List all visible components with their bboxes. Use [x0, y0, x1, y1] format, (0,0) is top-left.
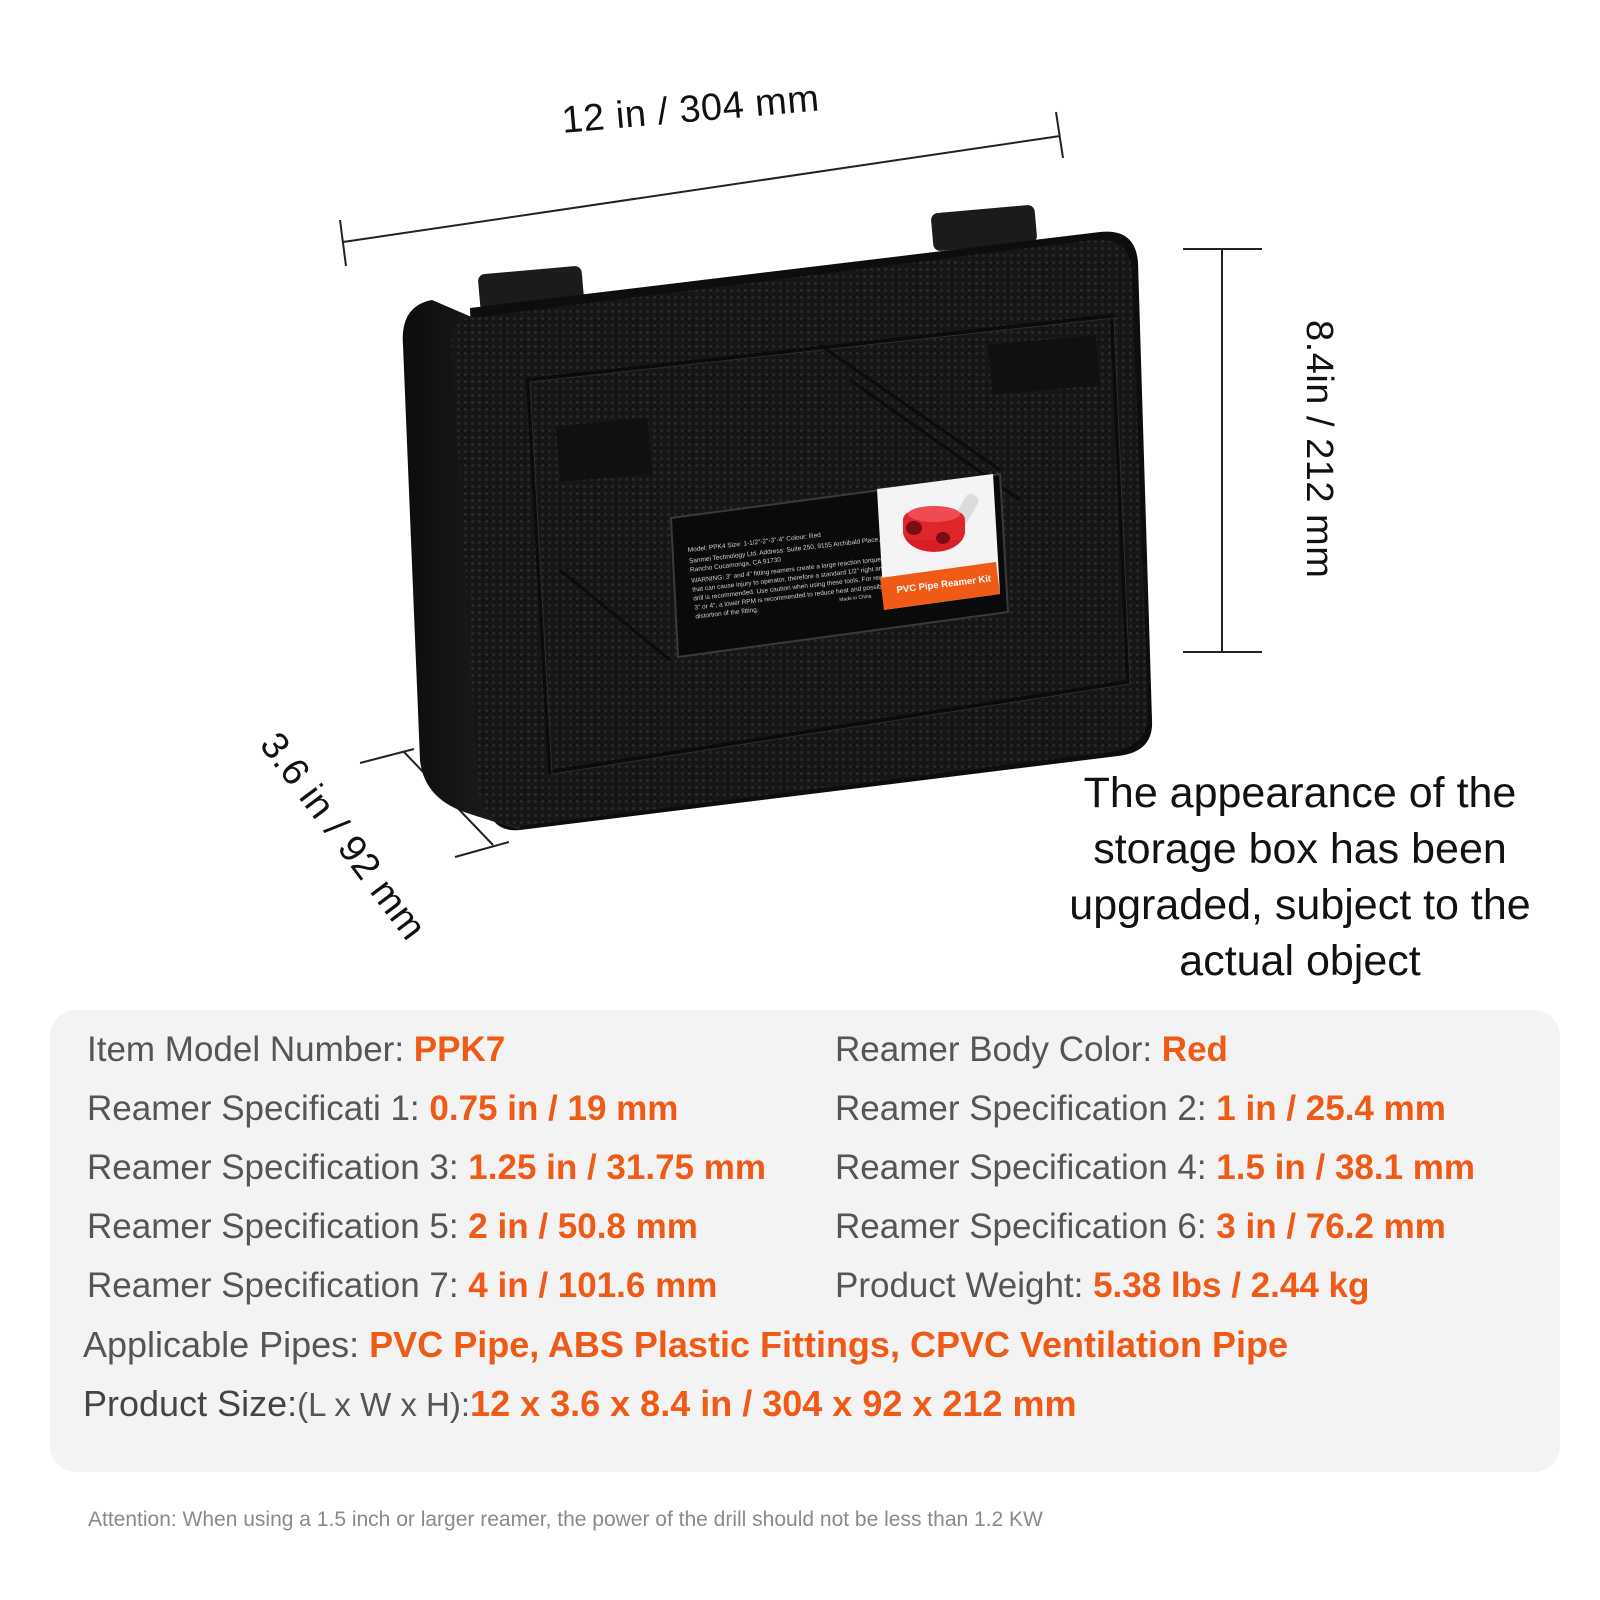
spec-reamer-5: Reamer Specification 5: 2 in / 50.8 mm: [87, 1207, 698, 1247]
spec-label: Reamer Specification 7:: [87, 1266, 469, 1305]
spec-color: Reamer Body Color: Red: [835, 1030, 1228, 1070]
spec-reamer-6: Reamer Specification 6: 3 in / 76.2 mm: [835, 1207, 1446, 1247]
spec-value: PPK7: [413, 1030, 506, 1069]
spec-label: Reamer Body Color:: [835, 1030, 1162, 1069]
spec-reamer-7: Reamer Specification 7: 4 in / 101.6 mm: [87, 1266, 717, 1306]
spec-label: Reamer Specification 5:: [87, 1207, 469, 1246]
spec-weight: Product Weight: 5.38 lbs / 2.44 kg: [835, 1266, 1369, 1306]
spec-value: 1 in / 25.4 mm: [1216, 1089, 1446, 1128]
spec-label: Reamer Specification 3:: [87, 1148, 469, 1187]
spec-value: 4 in / 101.6 mm: [468, 1266, 718, 1305]
spec-value: 1.5 in / 38.1 mm: [1216, 1148, 1476, 1187]
spec-value: 1.25 in / 31.75 mm: [468, 1148, 766, 1187]
spec-size-format: (L x W x H):: [297, 1386, 471, 1423]
spec-label: Reamer Specification 4:: [835, 1148, 1217, 1187]
spec-reamer-3: Reamer Specification 3: 1.25 in / 31.75 …: [87, 1148, 766, 1188]
spec-model: Item Model Number: PPK7: [87, 1030, 505, 1070]
spec-panel: Item Model Number: PPK7 Reamer Body Colo…: [50, 1010, 1560, 1472]
spec-label: Item Model Number:: [87, 1030, 414, 1069]
label-made-in: Made in China: [839, 594, 872, 604]
spec-value: 2 in / 50.8 mm: [468, 1207, 698, 1246]
spec-label: Reamer Specification 2:: [835, 1089, 1217, 1128]
spec-reamer-4: Reamer Specification 4: 1.5 in / 38.1 mm: [835, 1148, 1475, 1188]
dimension-height-label: 8.4in / 212 mm: [1298, 320, 1340, 579]
spec-reamer-1: Reamer Specificati 1: 0.75 in / 19 mm: [87, 1089, 678, 1129]
spec-reamer-2: Reamer Specification 2: 1 in / 25.4 mm: [835, 1089, 1446, 1129]
product-photo: PVC Pipe Reamer Kit: [877, 474, 1000, 610]
spec-label: Reamer Specificati 1:: [87, 1089, 430, 1128]
spec-label: Reamer Specification 6:: [835, 1207, 1217, 1246]
spec-label: Applicable Pipes:: [83, 1324, 370, 1365]
spec-product-size: Product Size:(L x W x H):12 x 3.6 x 8.4 …: [83, 1383, 1076, 1425]
spec-value: 12 x 3.6 x 8.4 in / 304 x 92 x 212 mm: [470, 1383, 1077, 1424]
dimension-line-height: [1183, 248, 1262, 653]
upgrade-notice: The appearance of the storage box has be…: [1069, 769, 1531, 985]
dimension-line-length: [339, 111, 1064, 267]
spec-value: 0.75 in / 19 mm: [429, 1089, 679, 1128]
spec-value: PVC Pipe, ABS Plastic Fittings, CPVC Ven…: [369, 1324, 1289, 1365]
product-illustration: Model: PPK4 Size: 1-1/2"-2"-3"-4" Colour…: [339, 111, 1262, 858]
spec-label: Product Size:: [83, 1383, 298, 1424]
storage-case: [402, 205, 1153, 831]
case-label: Model: PPK4 Size: 1-1/2"-2"-3"-4" Colour…: [669, 472, 1010, 659]
spec-applicable-pipes: Applicable Pipes: PVC Pipe, ABS Plastic …: [83, 1324, 1288, 1366]
spec-value: 5.38 lbs / 2.44 kg: [1093, 1266, 1370, 1305]
spec-value: Red: [1161, 1030, 1228, 1069]
spec-value: 3 in / 76.2 mm: [1216, 1207, 1446, 1246]
attention-note: Attention: When using a 1.5 inch or larg…: [88, 1508, 1043, 1531]
spec-label: Product Weight:: [835, 1266, 1094, 1305]
